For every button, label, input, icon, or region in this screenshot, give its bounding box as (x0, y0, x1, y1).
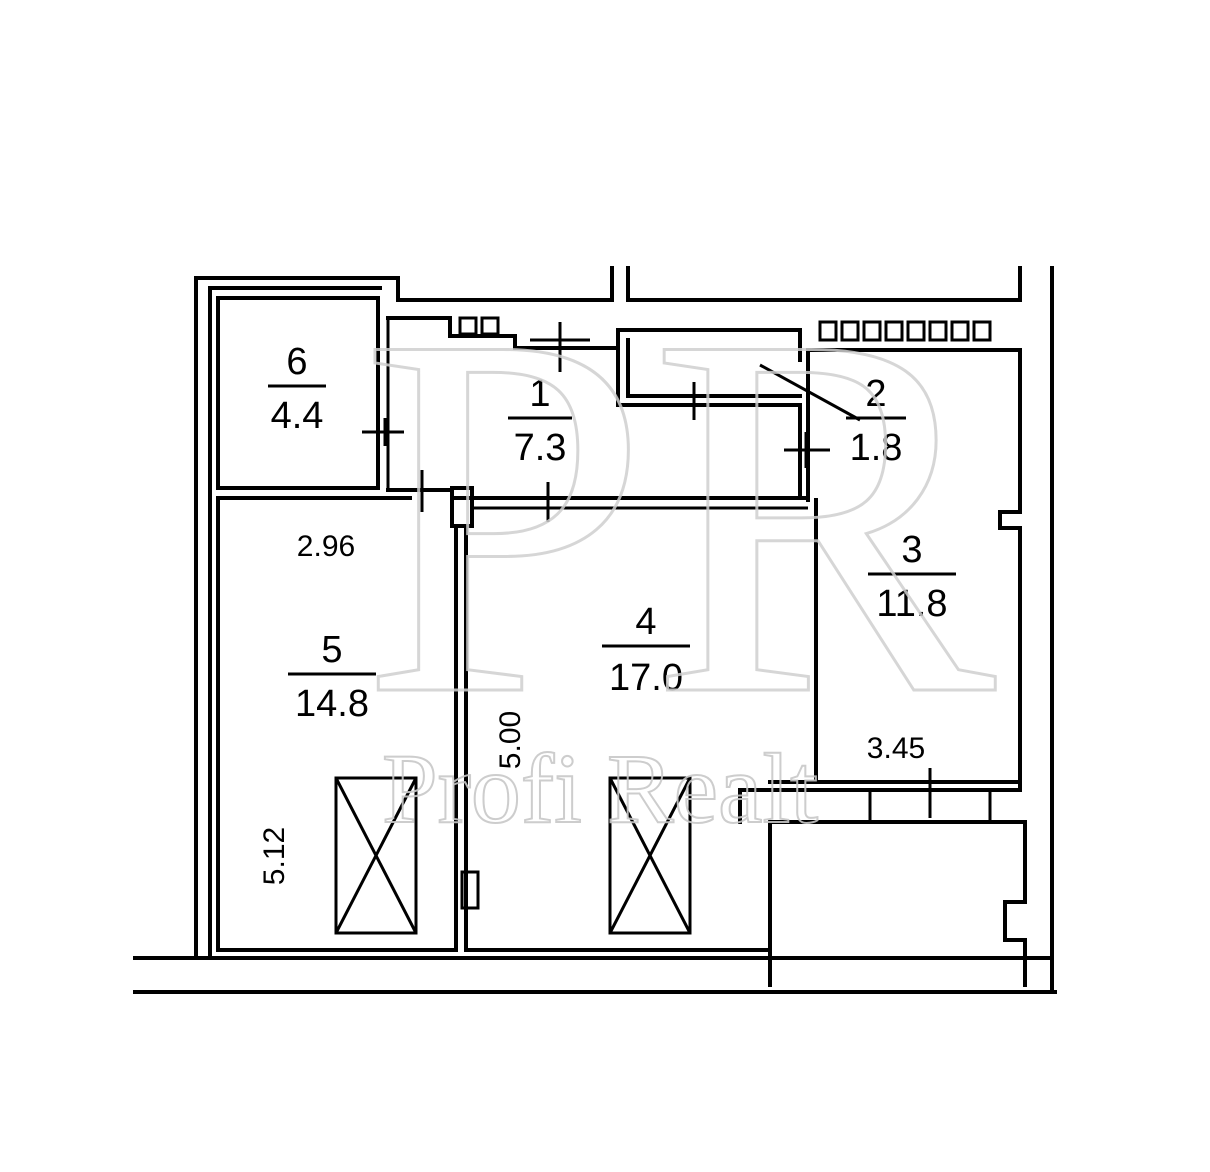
radiator-top-right (818, 320, 992, 342)
dimension-room5-width: 2.96 (297, 530, 355, 563)
window-room5 (334, 776, 418, 935)
room-number: 1 (529, 373, 550, 415)
room-label-3: 3 11.8 (868, 529, 956, 625)
room-number: 3 (901, 529, 922, 571)
room-number: 6 (286, 341, 307, 383)
room-number: 2 (865, 373, 886, 415)
outer-walls (133, 266, 1057, 994)
room-area: 4.4 (271, 395, 324, 437)
dimension-room5-length: 5.12 (258, 827, 291, 885)
room-area: 17.0 (609, 657, 683, 699)
dimension-room3-width: 3.45 (867, 732, 925, 765)
room-label-2: 2 1.8 (846, 373, 906, 469)
room-area: 1.8 (850, 427, 903, 469)
dimension-room4-length: 5.00 (494, 711, 527, 769)
watermark-logo: PR Profi Realt (359, 227, 1001, 846)
window-room4 (608, 776, 692, 935)
room-area: 11.8 (876, 583, 947, 625)
radiator-top-left (458, 316, 500, 336)
svg-text:Profi Realt: Profi Realt (382, 733, 818, 844)
room-area: 7.3 (514, 427, 567, 469)
room-area: 14.8 (295, 683, 369, 725)
room-label-5: 5 14.8 (288, 629, 376, 725)
door-markers (362, 322, 932, 818)
room-number: 5 (321, 629, 342, 671)
room-label-1: 1 7.3 (508, 373, 572, 469)
room-label-4: 4 17.0 (602, 601, 690, 699)
room-label-6: 6 4.4 (268, 341, 326, 437)
room-number: 4 (635, 601, 656, 643)
svg-text:PR: PR (360, 228, 999, 803)
